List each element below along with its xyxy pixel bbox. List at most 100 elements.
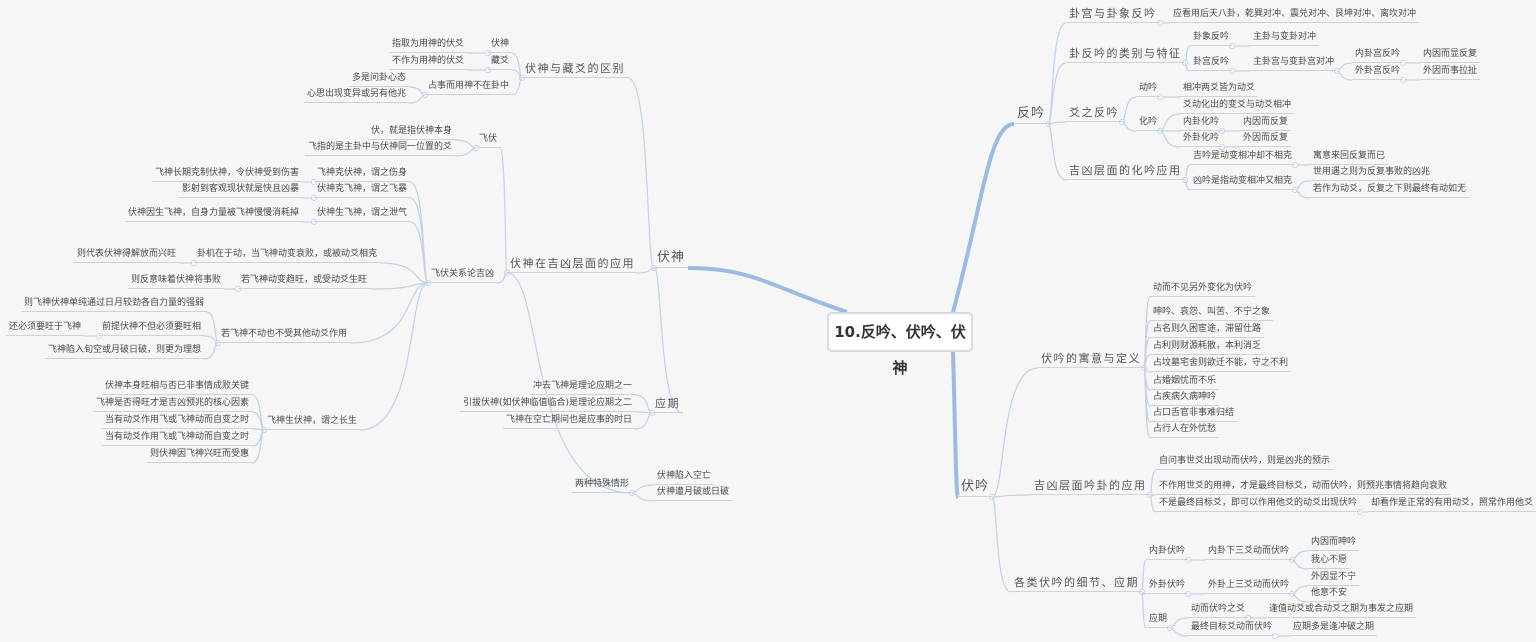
- topic[interactable]: 伏神生飞神，谓之泄气: [313, 207, 410, 222]
- topic-leaf[interactable]: 内因而反复: [1240, 116, 1292, 131]
- collapse-toggle-dot[interactable]: [1272, 633, 1278, 639]
- topic-leaf[interactable]: 不作用世爻的用神，才是最终目标爻，动而伏吟，则预兆事情将趋向衰败: [1156, 480, 1451, 495]
- collapse-toggle-dot[interactable]: [311, 195, 317, 201]
- topic-leaf[interactable]: 飞神陷入旬空或月破日破，则更为理想: [44, 344, 204, 359]
- topic-leaf[interactable]: 伏，就是指伏神本身: [367, 125, 455, 140]
- topic[interactable]: 伏神与藏爻的区别: [522, 61, 628, 78]
- topic[interactable]: 应期: [652, 396, 683, 413]
- collapse-toggle-dot[interactable]: [485, 50, 491, 56]
- topic-leaf[interactable]: 伏神陷入空亡: [654, 470, 715, 485]
- topic-leaf[interactable]: 动而不见另外变化为伏吟: [1150, 282, 1256, 297]
- topic-leaf[interactable]: 外因显不宁: [1308, 571, 1360, 586]
- topic[interactable]: 卦象反吟: [1190, 31, 1233, 46]
- topic[interactable]: 内卦宫反吟: [1352, 48, 1404, 63]
- topic[interactable]: 卦宫与卦象反吟: [1066, 6, 1160, 23]
- topic-leaf[interactable]: 影射到客观现状就是快且凶暴: [178, 183, 302, 198]
- topic-leaf[interactable]: 伏神本身旺相与否已非事情成败关键: [101, 380, 252, 395]
- topic-leaf[interactable]: 伏神因生飞神，自身力量被飞神慢慢消耗掉: [124, 207, 302, 222]
- topic[interactable]: 主卦宫与变卦宫对冲: [1250, 56, 1338, 71]
- collapse-toggle-dot[interactable]: [1185, 557, 1191, 563]
- collapse-toggle-dot[interactable]: [1185, 591, 1191, 597]
- topic-leaf[interactable]: 占口舌官非事难归结: [1150, 407, 1238, 422]
- topic[interactable]: 若飞神动变趋旺，或受动爻生旺: [237, 274, 370, 289]
- topic[interactable]: 伏神克飞神，谓之飞暴: [313, 183, 410, 198]
- topic-leaf[interactable]: 冲去飞神是理论应期之一: [529, 380, 635, 395]
- topic-leaf[interactable]: 应期多是逢冲破之期: [1290, 621, 1378, 636]
- topic-leaf[interactable]: 则代表伏神得解放而兴旺: [73, 248, 179, 263]
- topic-leaf[interactable]: 当有动爻作用飞或飞神动而自变之时: [101, 414, 252, 429]
- topic[interactable]: 外卦宫反吟: [1352, 65, 1404, 80]
- topic-leaf[interactable]: 多是问卦心态: [348, 72, 409, 87]
- topic-leaf[interactable]: 心思出现变异或另有他兆: [303, 88, 409, 103]
- topic-leaf[interactable]: 占婚姻忧而不乐: [1150, 375, 1220, 390]
- topic[interactable]: 飞伏关系论吉凶: [427, 268, 497, 283]
- topic-leaf[interactable]: 当有动爻作用飞或飞神动而自变之时: [101, 431, 252, 446]
- topic-leaf[interactable]: 内因而呻吟: [1308, 536, 1360, 551]
- topic[interactable]: 不是最终目标爻，即可以作用他爻的动爻出现伏吟: [1156, 497, 1361, 512]
- topic[interactable]: 伏神在吉凶层面的应用: [507, 256, 638, 273]
- topic-leaf[interactable]: 外因而反复: [1240, 132, 1292, 147]
- topic-fuyin[interactable]: 伏吟: [958, 478, 993, 497]
- topic[interactable]: 前提伏神不但必须要旺相: [98, 321, 204, 336]
- collapse-toggle-dot[interactable]: [1157, 94, 1163, 100]
- collapse-toggle-dot[interactable]: [191, 260, 197, 266]
- topic[interactable]: 外卦伏吟: [1146, 579, 1189, 594]
- topic-leaf[interactable]: 还必须要旺于飞神: [5, 321, 84, 336]
- topic-leaf[interactable]: 内因而显反复: [1420, 48, 1481, 63]
- topic-leaf[interactable]: 飞神长期克制伏神，令伏神受到伤害: [151, 167, 302, 182]
- collapse-toggle-dot[interactable]: [1357, 509, 1363, 515]
- topic-leaf[interactable]: 应看用后天八卦，乾巽对冲、震兑对冲、艮坤对冲、离坎对冲: [1170, 8, 1420, 23]
- topic-leaf[interactable]: 则伏神因飞神兴旺而受惠: [146, 448, 252, 463]
- topic-leaf[interactable]: 他意不安: [1308, 587, 1351, 602]
- topic[interactable]: 伏神: [487, 38, 512, 53]
- topic-leaf[interactable]: 占疾病久病呻吟: [1150, 391, 1220, 406]
- topic-leaf[interactable]: 飞指的是主卦中与伏神同一位置的爻: [304, 141, 455, 156]
- collapse-toggle-dot[interactable]: [1292, 162, 1298, 168]
- topic[interactable]: 各类伏吟的细节、应期: [1011, 575, 1142, 592]
- topic[interactable]: 动吟: [1136, 82, 1161, 97]
- topic[interactable]: 内卦伏吟: [1146, 545, 1189, 560]
- topic[interactable]: 应期: [1146, 613, 1171, 628]
- topic-leaf[interactable]: 寓意来回反复而已: [1310, 150, 1389, 165]
- topic[interactable]: 凶吟是指动变相冲又相克: [1190, 175, 1296, 190]
- topic[interactable]: 最终目标爻动而伏吟: [1188, 621, 1276, 636]
- topic[interactable]: 占事而用神不在卦中: [424, 80, 512, 95]
- central-topic[interactable]: 10.反吟、伏吟、伏神: [827, 312, 973, 377]
- topic[interactable]: 伏吟的寓意与定义: [1038, 351, 1144, 368]
- topic[interactable]: 化吟: [1136, 116, 1161, 131]
- collapse-toggle-dot[interactable]: [311, 219, 317, 225]
- collapse-toggle-dot[interactable]: [1219, 128, 1225, 134]
- topic-leaf[interactable]: 若作为动爻，反复之下则最终有动如无: [1310, 183, 1470, 198]
- collapse-toggle-dot[interactable]: [1157, 20, 1163, 26]
- topic[interactable]: 两种特殊情形: [571, 478, 632, 493]
- topic[interactable]: 吉凶层面的化吟应用: [1066, 163, 1185, 180]
- topic-leaf[interactable]: 自问事世爻出现动而伏吟，则是凶兆的预示: [1156, 455, 1334, 470]
- topic-leaf[interactable]: 伏神遭月破或日破: [654, 486, 733, 501]
- topic[interactable]: 内卦化吟: [1180, 116, 1223, 131]
- collapse-toggle-dot[interactable]: [1400, 77, 1406, 83]
- collapse-toggle-dot[interactable]: [485, 67, 491, 73]
- topic-leaf[interactable]: 主卦与变卦对冲: [1250, 31, 1320, 46]
- topic-leaf[interactable]: 飞神是否得旺才是吉凶预兆的核心因素: [92, 397, 252, 412]
- topic-leaf[interactable]: 则反意味着伏神将事败: [127, 274, 224, 289]
- collapse-toggle-dot[interactable]: [96, 333, 102, 339]
- topic[interactable]: 吉吟是动变相冲却不相克: [1190, 150, 1296, 165]
- topic[interactable]: 飞神生伏神，谓之长生: [263, 415, 360, 430]
- topic[interactable]: 若飞神不动也不受其他动爻作用: [217, 328, 350, 343]
- topic-leaf[interactable]: 指取为用神的伏爻: [388, 38, 467, 53]
- topic[interactable]: 飞神克伏神，谓之伤身: [313, 167, 410, 182]
- topic-leaf[interactable]: 不作为用神的伏爻: [388, 55, 467, 70]
- collapse-toggle-dot[interactable]: [235, 286, 241, 292]
- collapse-toggle-dot[interactable]: [1229, 43, 1235, 49]
- collapse-toggle-dot[interactable]: [1245, 615, 1251, 621]
- topic[interactable]: 飞伏: [475, 133, 500, 148]
- collapse-toggle-dot[interactable]: [1400, 60, 1406, 66]
- topic-leaf[interactable]: 占名则久困宦途，滞留仕路: [1150, 323, 1265, 338]
- topic-leaf[interactable]: 占坟墓宅舍则欲迁不能，守之不利: [1150, 357, 1292, 372]
- topic[interactable]: 卦反吟的类别与特征: [1066, 46, 1185, 63]
- topic-leaf[interactable]: 我心不愿: [1308, 554, 1351, 569]
- topic-leaf[interactable]: 飞神在空亡期间也是应事的时日: [502, 414, 635, 429]
- topic[interactable]: 内卦下三爻动而伏吟: [1205, 545, 1293, 560]
- topic[interactable]: 爻之反吟: [1066, 105, 1122, 122]
- topic[interactable]: 吉凶层面吟卦的应用: [1031, 478, 1150, 495]
